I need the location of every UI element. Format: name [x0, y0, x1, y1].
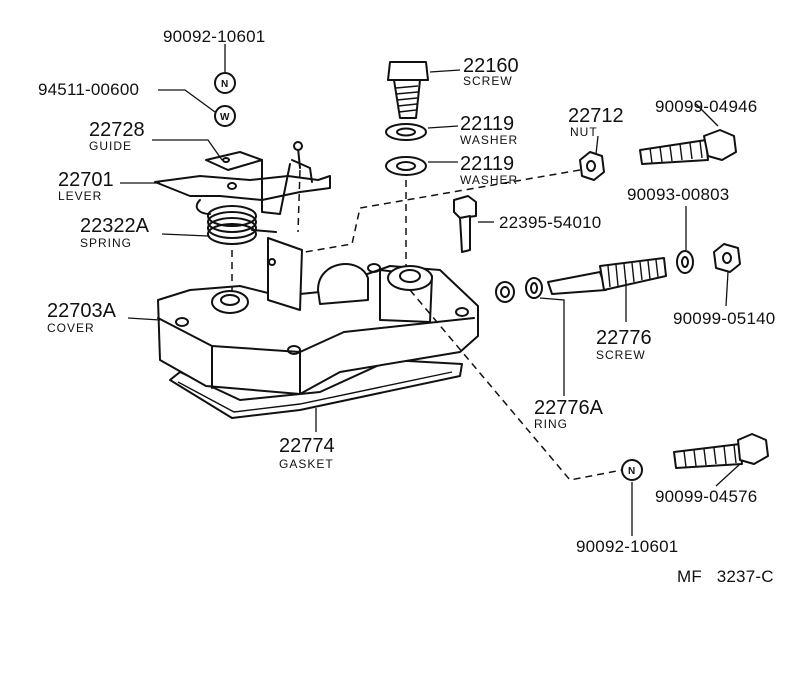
label-spring: SPRING — [80, 236, 133, 250]
label-lever: LEVER — [58, 189, 103, 203]
label-94511-00600: 94511-00600 — [38, 80, 140, 99]
spring-drawing — [195, 199, 277, 245]
n-badge-top-icon: N — [214, 72, 236, 94]
label-washer-1: WASHER — [460, 133, 519, 147]
label-22119-1: 22119 — [460, 113, 515, 135]
label-screw-22776: SCREW — [596, 348, 646, 362]
label-90099-04576: 90099-04576 — [655, 487, 758, 506]
label-guide: GUIDE — [89, 139, 133, 153]
w-badge-icon: W — [214, 105, 236, 127]
cover-drawing — [157, 237, 479, 395]
label-22774: 22774 — [279, 435, 335, 457]
svg-text:N: N — [628, 466, 635, 477]
label-washer-2: WASHER — [460, 173, 519, 187]
label-22728: 22728 — [89, 119, 145, 141]
svg-text:W: W — [220, 112, 230, 123]
label-22160: 22160 — [463, 55, 519, 77]
bolt-22395-drawing — [453, 195, 477, 253]
label-90093-00803: 90093-00803 — [627, 185, 730, 204]
label-22703a: 22703A — [47, 300, 116, 322]
label-cover: COVER — [47, 321, 95, 335]
label-ring: RING — [534, 417, 568, 431]
label-nut: NUT — [570, 125, 598, 139]
washer-22119-drawings — [385, 123, 427, 176]
leader-lines — [120, 44, 741, 536]
label-90099-04946: 90099-04946 — [655, 97, 758, 116]
label-90099-05140: 90099-05140 — [673, 309, 776, 328]
label-gasket: GASKET — [279, 457, 334, 471]
n-badge-bottom-icon: N — [621, 459, 643, 481]
diagram-code-number: 3237-C — [716, 567, 774, 586]
nut-90099-05140-drawing — [713, 243, 741, 273]
label-22776a: 22776A — [534, 397, 603, 419]
washer-90093-drawing — [676, 250, 694, 274]
label-screw-22160: SCREW — [463, 74, 513, 88]
label-22119-2: 22119 — [460, 153, 515, 175]
label-22395-54010: 22395-54010 — [499, 213, 602, 232]
lever-drawing — [154, 141, 331, 215]
label-22701: 22701 — [58, 169, 114, 191]
nut-22712-drawing — [579, 151, 605, 181]
label-90092-10601-bottom: 90092-10601 — [576, 537, 679, 556]
label-22322a: 22322A — [80, 215, 149, 237]
screw-22160-drawing — [387, 61, 429, 119]
ring-22776a-drawings — [495, 277, 543, 303]
diagram-code: MF 3237-C — [677, 568, 774, 585]
screw-22776-drawing — [547, 257, 667, 295]
diagram-code-prefix: MF — [677, 567, 702, 586]
assembly-dashed-lines — [231, 169, 623, 481]
svg-text:N: N — [221, 79, 228, 90]
label-90092-10601-top: 90092-10601 — [163, 27, 266, 46]
label-22712: 22712 — [568, 105, 624, 127]
label-22776: 22776 — [596, 327, 652, 349]
bolt-90099-04576-drawing — [673, 433, 769, 469]
bolt-90099-04946-drawing — [639, 129, 737, 165]
